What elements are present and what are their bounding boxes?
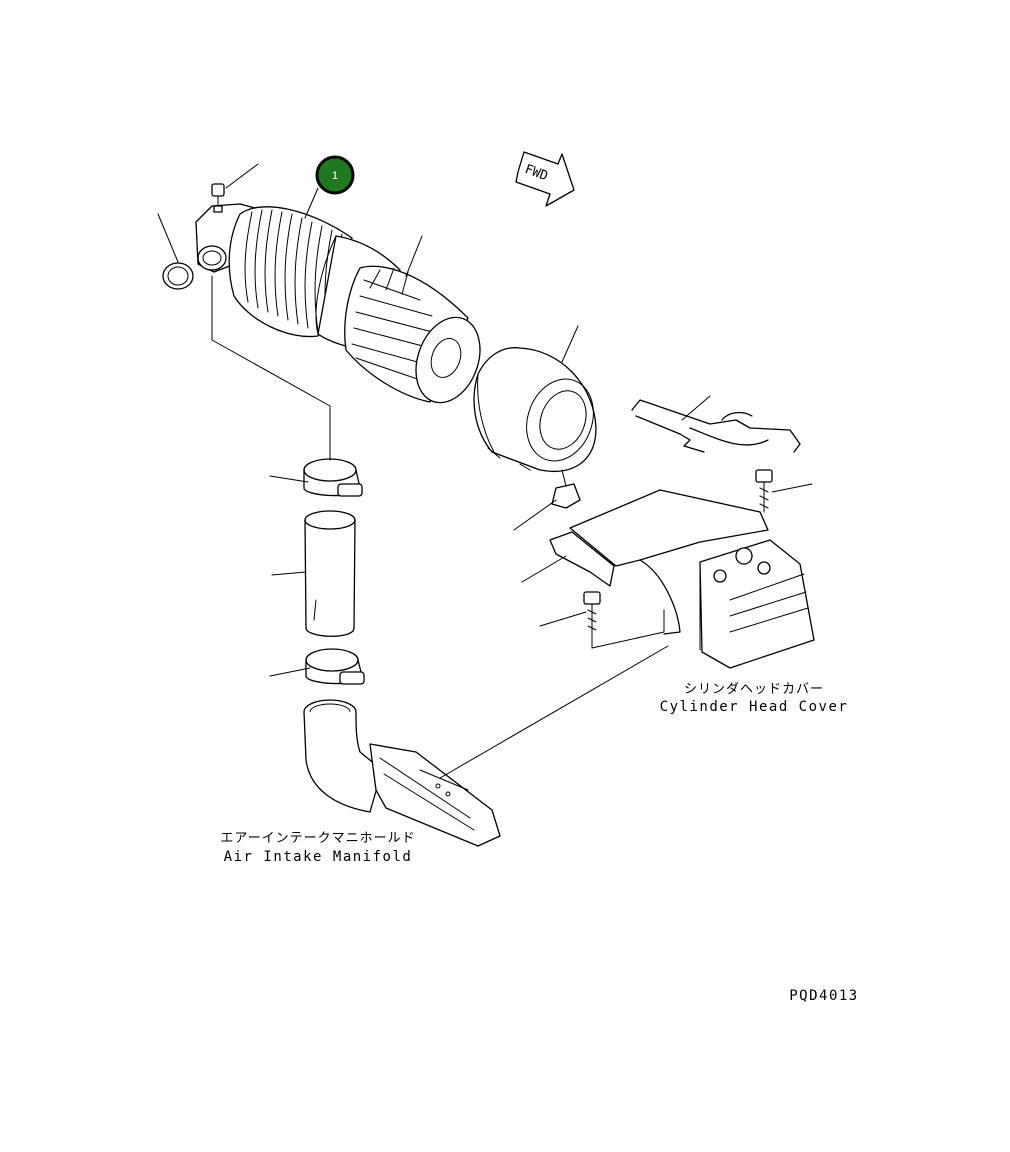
bolt-lower [583,591,601,637]
callout-badge-circle [315,155,355,195]
wire-bracket [631,399,801,453]
callout-badge-number: 1 [332,170,338,182]
upper-hose-clamp [303,458,363,497]
cylinder-head-cover-label-en: Cylinder Head Cover [660,699,849,715]
air-cleaner-body [162,183,401,351]
bolt-upper-right [755,469,773,513]
fwd-arrow: FWD [515,151,575,207]
cylinder-head-cover-label-jp: シリンダヘッドカバー [684,682,824,697]
air-cleaner-cover [473,347,597,509]
leader-lines [157,163,813,779]
support-bracket [549,489,769,635]
air-intake-manifold-label-jp: エアーインテークマニホールド [220,831,415,846]
drawing-code: PQD4013 [789,988,859,1004]
filter-element [344,265,481,404]
air-intake-manifold [303,699,501,847]
callout-badge-1[interactable]: 1 [315,155,355,195]
intake-hose [304,510,356,637]
cylinder-head-cover [699,539,815,669]
lower-hose-clamp [305,648,365,685]
air-intake-manifold-label-en: Air Intake Manifold [224,849,413,865]
